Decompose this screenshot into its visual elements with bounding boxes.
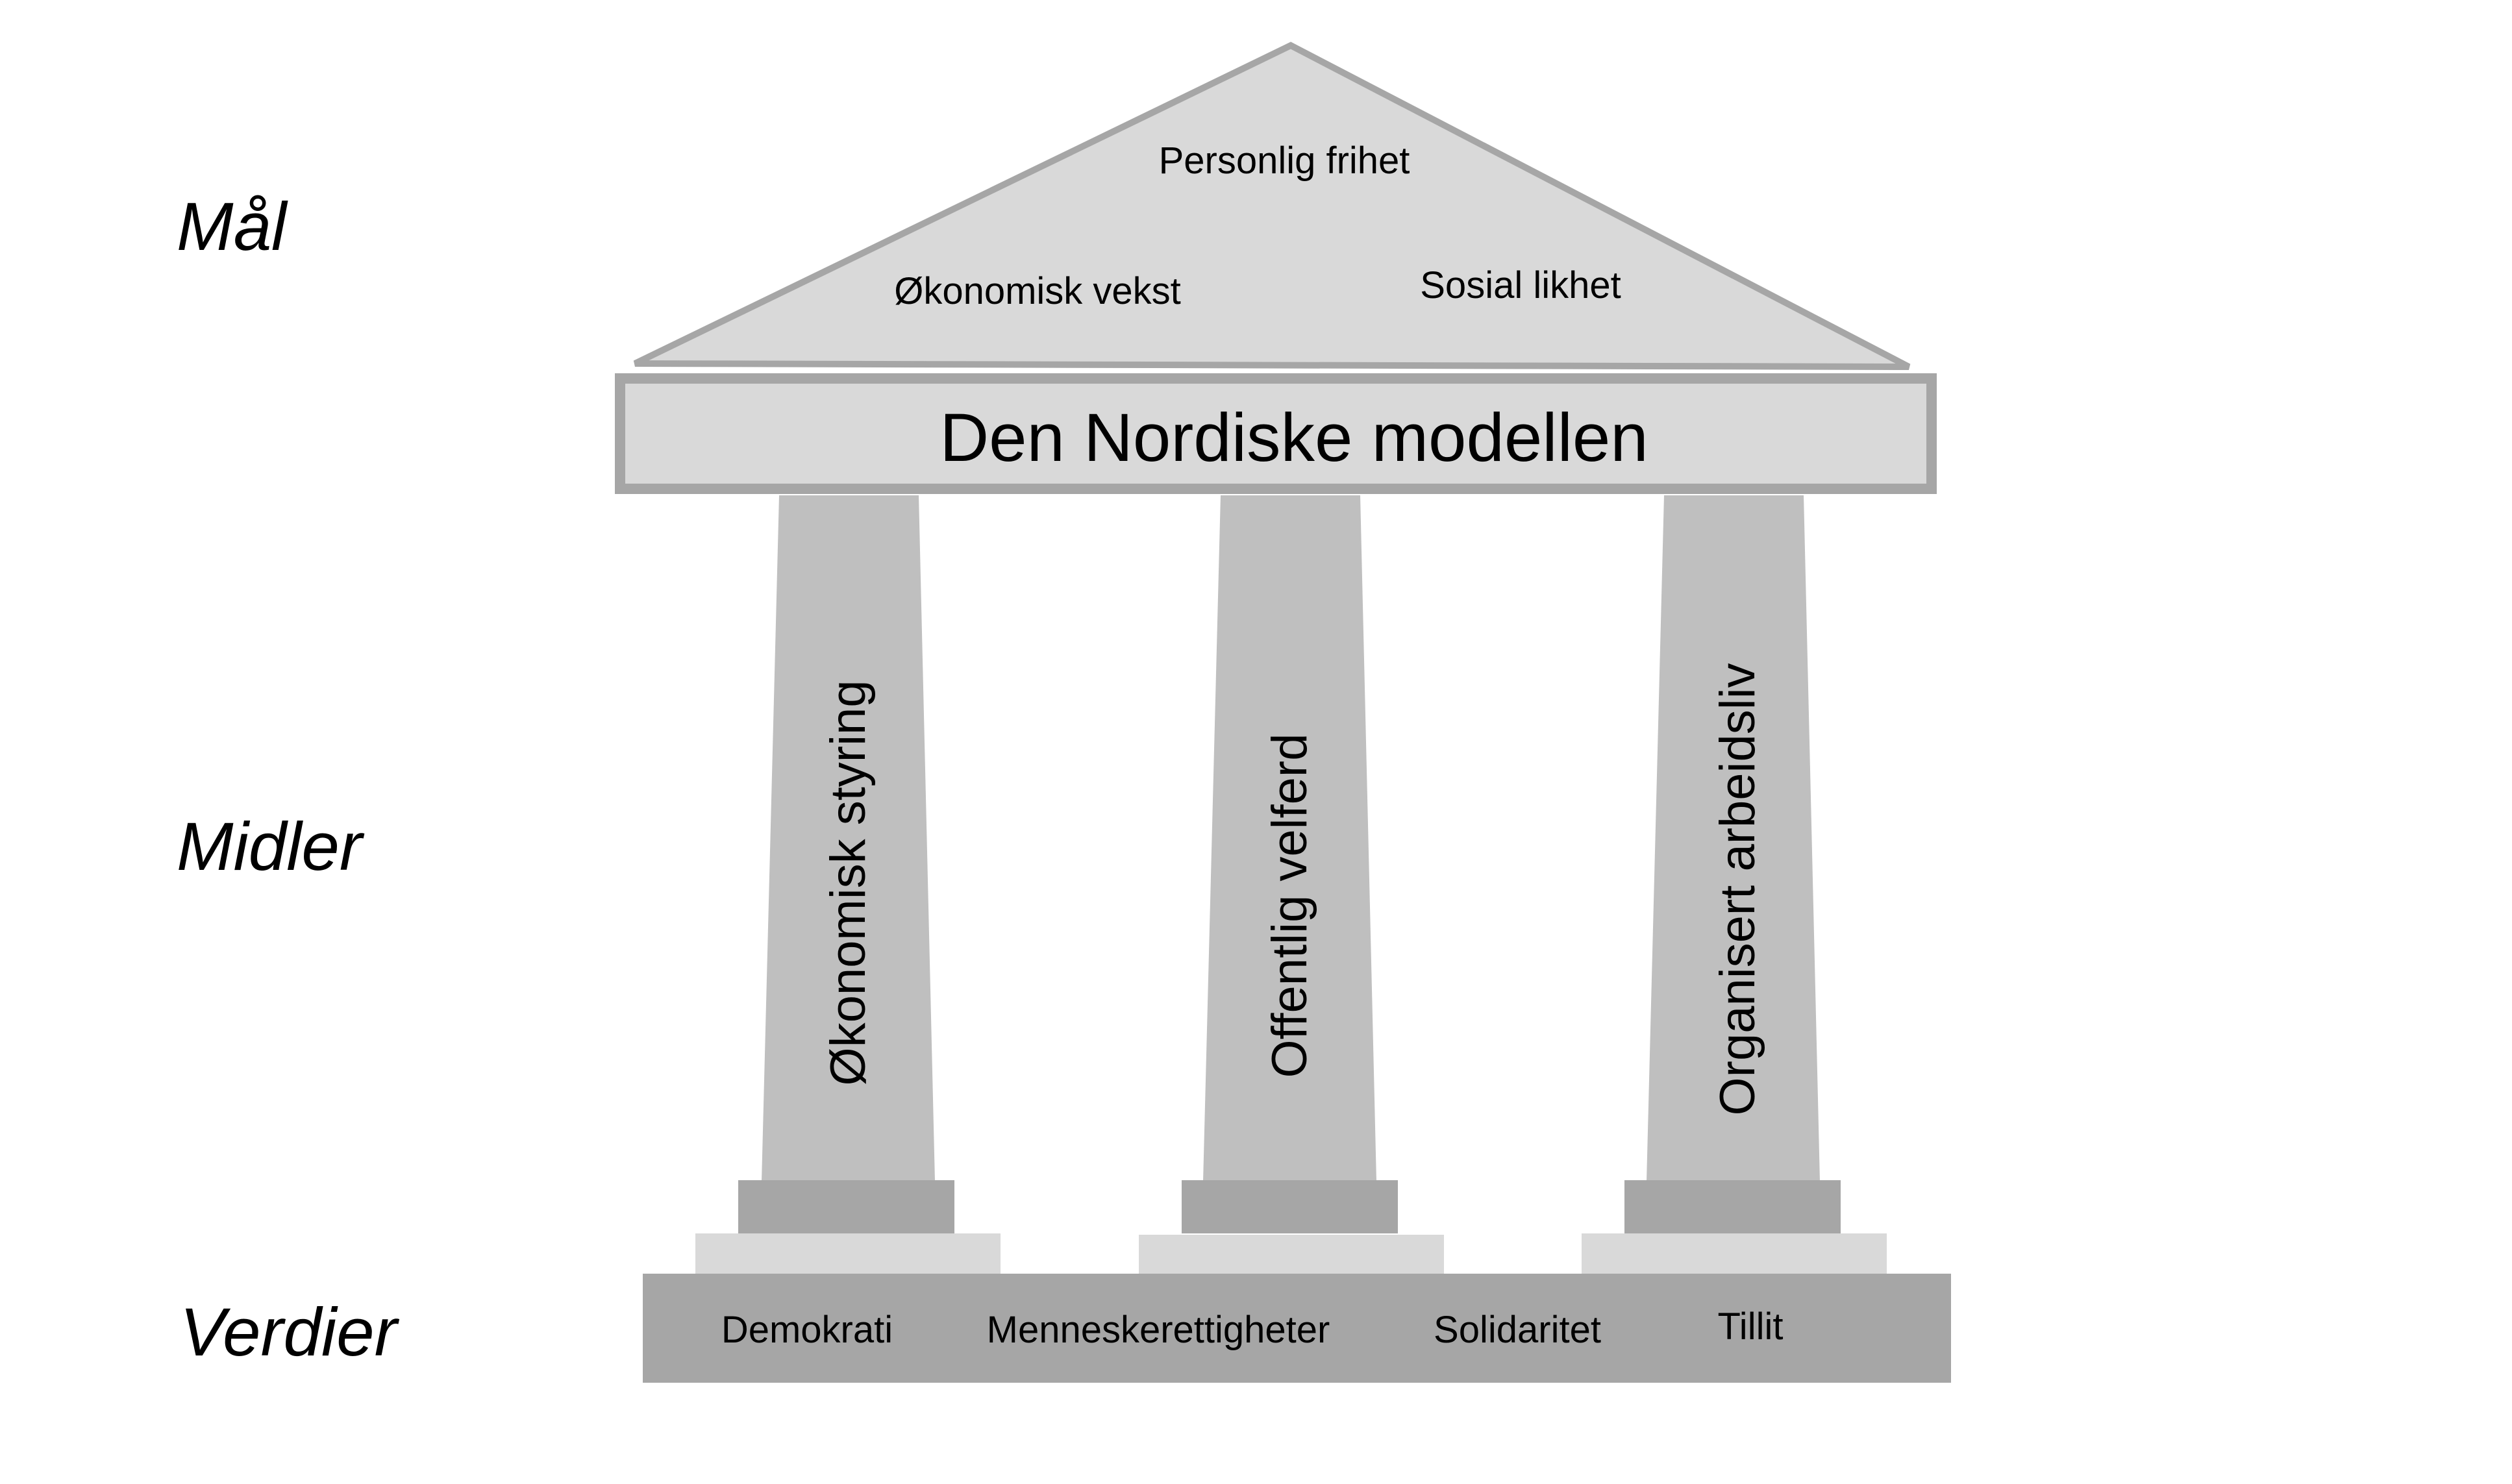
pillar-2-label: Offentlig velferd [1262, 734, 1317, 1078]
pillar-public-welfare [1203, 495, 1376, 1181]
pillar-2-plinth [1182, 1180, 1398, 1233]
pillar-organized-labor [1647, 495, 1820, 1181]
roof-goal-economic-growth: Økonomisk vekst [894, 270, 1181, 312]
roof-pediment [633, 42, 1911, 370]
pillar-1-label: Økonomisk styring [821, 680, 876, 1085]
pillar-1-step [695, 1233, 1001, 1274]
pillar-3-label: Organisert arbeidsliv [1710, 663, 1765, 1116]
pillar-2-step [1139, 1235, 1444, 1275]
values-foundation [643, 1274, 1951, 1383]
roof-goal-personal-freedom: Personlig frihet [1159, 140, 1410, 182]
pillar-3-plinth [1624, 1180, 1841, 1233]
value-democracy: Demokrati [721, 1309, 893, 1351]
pillar-3-step [1582, 1233, 1887, 1274]
level-label-means: Midler [177, 809, 365, 885]
roof-goal-social-equality: Sosial likhet [1420, 264, 1621, 306]
value-solidarity: Solidaritet [1434, 1309, 1601, 1351]
pillar-economic-management [762, 495, 935, 1181]
value-human-rights: Menneskerettigheter [987, 1309, 1330, 1351]
level-label-values: Verdier [180, 1294, 400, 1370]
model-title-beam [615, 373, 1937, 494]
model-title: Den Nordiske modellen [939, 400, 1648, 476]
value-trust: Tillit [1718, 1305, 1784, 1348]
pillar-1-plinth [738, 1180, 954, 1233]
level-label-goals: Mål [177, 189, 288, 265]
